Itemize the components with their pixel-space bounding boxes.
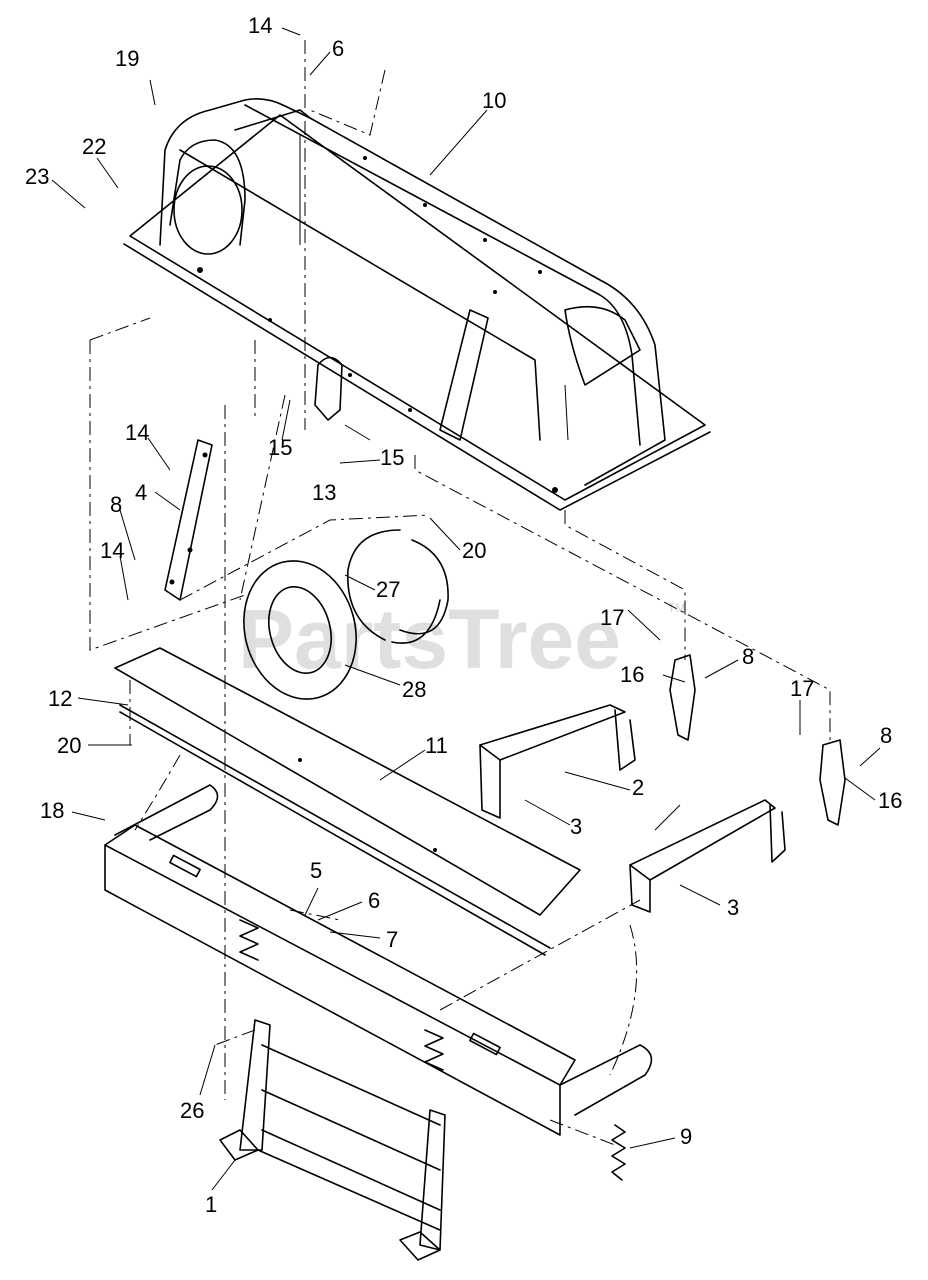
callout-16: 16 <box>620 662 644 687</box>
callout-3: 3 <box>570 814 582 839</box>
part-10-housing <box>123 98 711 511</box>
partstree-watermark: PartsTree <box>238 592 621 686</box>
callout-6: 6 <box>332 36 344 61</box>
callout-18: 18 <box>40 798 64 823</box>
callout-14: 14 <box>100 538 124 563</box>
part-16-latch-left <box>669 654 696 741</box>
part-9-spring <box>611 1124 626 1181</box>
callout-12: 12 <box>48 686 72 711</box>
callout-20: 20 <box>57 733 81 758</box>
callout-15: 15 <box>380 445 404 470</box>
part-spring-right <box>424 1029 444 1071</box>
callout-1: 1 <box>205 1192 217 1217</box>
callout-3: 3 <box>727 895 739 920</box>
callout-14: 14 <box>125 420 149 445</box>
callout-26: 26 <box>180 1098 204 1123</box>
part-16-latch-right <box>819 739 846 826</box>
part-13-bracket <box>314 356 343 421</box>
callout-15: 15 <box>268 435 292 460</box>
callout-17: 17 <box>790 676 814 701</box>
callout-8: 8 <box>110 492 122 517</box>
part-spring-left <box>239 919 259 961</box>
part-4-link <box>164 439 213 601</box>
part-28-seal-ring <box>243 560 357 700</box>
part-1-hitch <box>219 1019 446 1261</box>
callout-labels: 14 6 19 10 22 23 14 15 15 4 13 8 14 20 2… <box>25 13 902 1217</box>
part-18-frame <box>104 784 653 1136</box>
part-27-ring <box>347 529 449 644</box>
part-2-arm-right <box>629 799 786 913</box>
callout-19: 19 <box>115 46 139 71</box>
callout-13: 13 <box>312 480 336 505</box>
callout-2: 2 <box>632 775 644 800</box>
callout-4: 4 <box>135 480 147 505</box>
callout-6: 6 <box>368 888 380 913</box>
callout-10: 10 <box>482 88 506 113</box>
callout-11: 11 <box>425 733 448 758</box>
watermark-trademark: TM <box>668 601 685 615</box>
part-11-plate <box>114 647 581 956</box>
callout-5: 5 <box>310 858 322 883</box>
callout-8: 8 <box>742 644 754 669</box>
callout-16: 16 <box>878 788 902 813</box>
callout-17: 17 <box>600 605 624 630</box>
callout-23: 23 <box>25 164 49 189</box>
leader-lines <box>51 27 881 1191</box>
callout-7: 7 <box>386 927 398 952</box>
callout-28: 28 <box>402 677 426 702</box>
assembly-lines <box>89 40 831 1146</box>
part-2-arm-left <box>479 704 636 819</box>
callout-8: 8 <box>880 723 892 748</box>
callout-9: 9 <box>680 1124 692 1149</box>
callout-22: 22 <box>82 134 106 159</box>
callout-14: 14 <box>248 13 272 38</box>
callout-20: 20 <box>462 538 486 563</box>
callout-27: 27 <box>376 577 400 602</box>
